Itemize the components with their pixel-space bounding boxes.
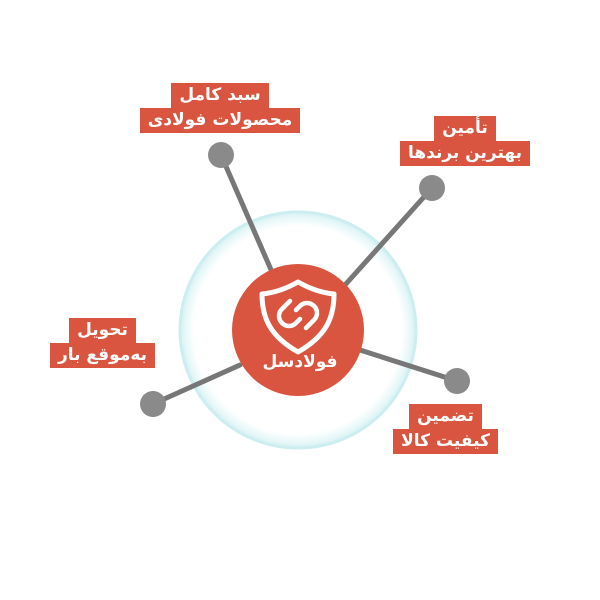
label-line: به‌موقع بار	[49, 343, 156, 368]
label-best-brands: تأمین بهترین برندها	[380, 116, 550, 166]
node-left	[140, 391, 166, 417]
label-line: محصولات فولادی	[139, 108, 301, 133]
shield-chain-icon	[259, 279, 337, 355]
label-line: کیفیت کالا	[393, 429, 498, 454]
connector-bottom-right	[357, 347, 460, 384]
label-product-basket: سبد کامل محصولات فولادی	[130, 83, 310, 133]
label-line: تأمین	[434, 116, 496, 141]
node-top-left	[208, 142, 234, 168]
label-line: تضمین	[409, 404, 482, 429]
node-bottom-right	[444, 368, 470, 394]
label-on-time-delivery: تحویل به‌موقع بار	[30, 318, 175, 368]
connector-top-left	[218, 152, 275, 275]
node-top-right	[419, 175, 445, 201]
label-line: بهترین برندها	[399, 141, 531, 166]
connector-top-right	[342, 185, 435, 288]
label-line: سبد کامل	[171, 83, 269, 108]
connector-left	[150, 362, 243, 407]
label-line: تحویل	[69, 318, 136, 343]
label-quality-guarantee: تضمین کیفیت کالا	[378, 404, 513, 454]
brand-name: فولادسل	[262, 352, 338, 372]
hub-circle	[232, 264, 364, 396]
